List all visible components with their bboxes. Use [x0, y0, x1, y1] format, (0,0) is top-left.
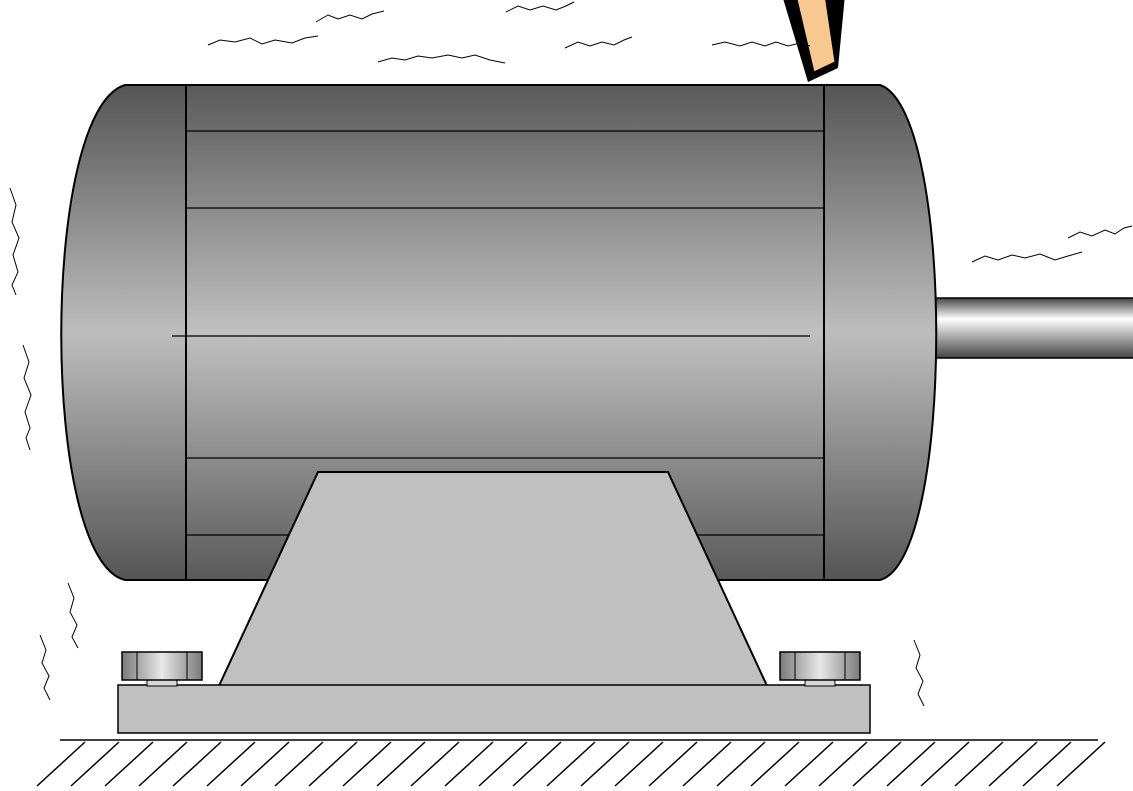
vibration-line [22, 344, 32, 451]
hatch-mark [580, 741, 630, 787]
hatch-mark [1056, 741, 1106, 787]
hatch-mark [1022, 741, 1072, 787]
output-shaft [929, 297, 1133, 359]
hatch-mark [172, 741, 222, 787]
vibration-line [913, 639, 925, 707]
vibration-line [505, 1, 575, 13]
hatch-mark [648, 741, 698, 787]
hatch-mark [614, 741, 664, 787]
vibration-line [377, 54, 506, 64]
hatch-mark [206, 741, 256, 787]
hatch-mark [70, 741, 120, 787]
hatch-mark [886, 741, 936, 787]
vibration-line [9, 187, 20, 296]
hatch-mark [784, 741, 834, 787]
hatch-mark [342, 741, 392, 787]
hatch-mark [682, 741, 732, 787]
hatch-mark [410, 741, 460, 787]
vibration-line [39, 634, 51, 701]
vibration-lines [9, 1, 1133, 707]
hatch-mark [478, 741, 528, 787]
hatch-mark [512, 741, 562, 787]
hatch-mark [444, 741, 494, 787]
right-end-cap [823, 84, 938, 581]
hatch-mark [750, 741, 800, 787]
hatch-mark [308, 741, 358, 787]
hatch-mark [138, 741, 188, 787]
hatch-mark [988, 741, 1038, 787]
left-end-cap [60, 84, 187, 581]
hatch-mark [376, 741, 426, 787]
base-plate [117, 684, 871, 734]
vibration-line [315, 10, 385, 23]
vibration-line [207, 35, 319, 46]
vibration-line [971, 251, 1083, 263]
hatch-mark [36, 741, 86, 787]
hatch-mark [818, 741, 868, 787]
vibration-line [67, 582, 79, 649]
hatch-mark [546, 741, 596, 787]
right-bolt [779, 651, 861, 687]
vibration-line [1067, 225, 1133, 239]
hatch-mark [920, 741, 970, 787]
vibration-sensor-probe [783, 0, 845, 82]
hatch-mark [954, 741, 1004, 787]
hatch-mark [852, 741, 902, 787]
hatch-mark [716, 741, 766, 787]
vibration-line [711, 41, 811, 47]
ground-hatch [36, 739, 1106, 787]
vibration-line [564, 36, 633, 49]
hatch-mark [240, 741, 290, 787]
left-bolt [121, 651, 203, 687]
hatch-mark [104, 741, 154, 787]
hatch-mark [274, 741, 324, 787]
